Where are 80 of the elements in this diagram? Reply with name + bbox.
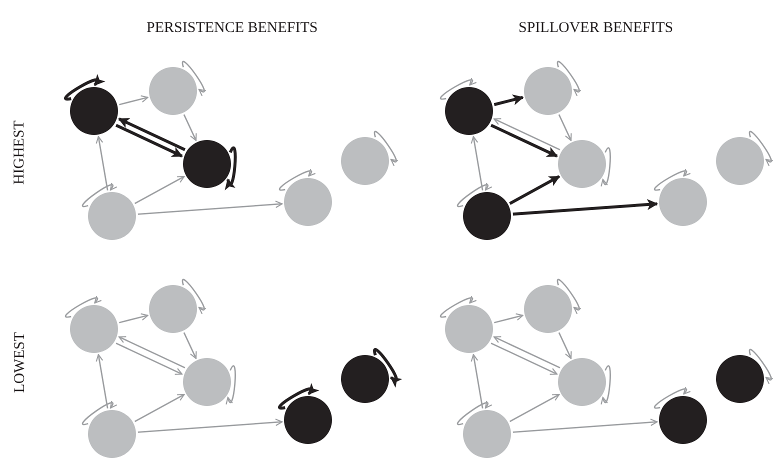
self-loop-arrow <box>82 400 118 426</box>
arrow <box>490 342 558 375</box>
arrow <box>490 124 558 158</box>
node-circle <box>149 285 197 333</box>
arrow <box>118 336 186 368</box>
arrow <box>134 394 185 422</box>
arrow <box>119 313 148 324</box>
arrow <box>134 176 185 204</box>
column-heading: PERSISTENCE BENEFITS <box>146 20 318 36</box>
arrow <box>119 95 148 106</box>
arrow <box>96 136 108 190</box>
node-circle <box>88 192 136 240</box>
arrow <box>96 354 108 408</box>
self-loop-arrow <box>456 182 492 208</box>
self-loop-arrow <box>64 74 105 101</box>
node-circle <box>558 358 606 406</box>
arrow <box>494 313 524 324</box>
arrow <box>558 114 572 141</box>
node-circle <box>524 285 572 333</box>
arrow <box>138 418 283 433</box>
row-heading: HIGHEST <box>12 120 29 184</box>
arrow <box>493 118 560 150</box>
node-circle <box>183 358 231 406</box>
arrow <box>470 136 484 190</box>
node-circle <box>445 305 493 353</box>
node-circle <box>70 87 118 135</box>
node-circle <box>284 178 332 226</box>
self-loop-arrow <box>654 386 691 409</box>
arrow <box>512 199 658 216</box>
arrow <box>470 354 484 408</box>
node-circle <box>659 396 707 444</box>
self-loop-arrow <box>601 147 611 188</box>
self-loop-arrow <box>226 146 237 191</box>
node-circle <box>341 137 389 185</box>
node-circle <box>445 87 493 135</box>
self-loop-arrow <box>456 400 492 426</box>
arrow <box>138 200 283 215</box>
arrow <box>115 124 183 158</box>
node-circle <box>284 396 332 444</box>
arrow <box>493 336 560 368</box>
self-loop-arrow <box>278 382 319 410</box>
node-circle <box>70 305 118 353</box>
self-loop-arrow <box>226 365 236 406</box>
self-loop-arrow <box>556 278 582 314</box>
node-circle <box>659 178 707 226</box>
self-loop-arrow <box>182 278 207 314</box>
node-circle <box>463 410 511 458</box>
self-loop-arrow <box>440 77 477 100</box>
column-heading: SPILLOVER BENEFITS <box>518 20 674 36</box>
row-heading: LOWEST <box>11 332 28 392</box>
self-loop-arrow <box>654 168 691 191</box>
self-loop-arrow <box>374 130 399 166</box>
arrow <box>509 175 560 205</box>
node-circle <box>558 140 606 188</box>
arrow <box>183 114 197 141</box>
arrow <box>509 394 560 422</box>
self-loop-arrow <box>440 295 477 318</box>
node-circle <box>88 410 136 458</box>
node-circle <box>183 140 231 188</box>
node-circle <box>716 137 764 185</box>
arrow <box>116 342 183 375</box>
arrow <box>512 418 658 433</box>
self-loop-arrow <box>601 365 611 406</box>
self-loop-arrow <box>82 182 118 208</box>
arrow <box>558 332 572 359</box>
node-circle <box>149 67 197 115</box>
self-loop-arrow <box>556 60 582 96</box>
self-loop-arrow <box>748 130 774 166</box>
self-loop-arrow <box>748 348 774 384</box>
arrow <box>118 118 186 152</box>
self-loop-arrow <box>278 168 316 191</box>
arrow <box>183 332 197 359</box>
self-loop-arrow <box>373 348 402 388</box>
node-circle <box>463 192 511 240</box>
node-circle <box>341 355 389 403</box>
node-circle <box>716 355 764 403</box>
self-loop-arrow <box>182 60 207 96</box>
self-loop-arrow <box>64 295 102 318</box>
node-circle <box>524 67 572 115</box>
arrow <box>494 94 524 106</box>
